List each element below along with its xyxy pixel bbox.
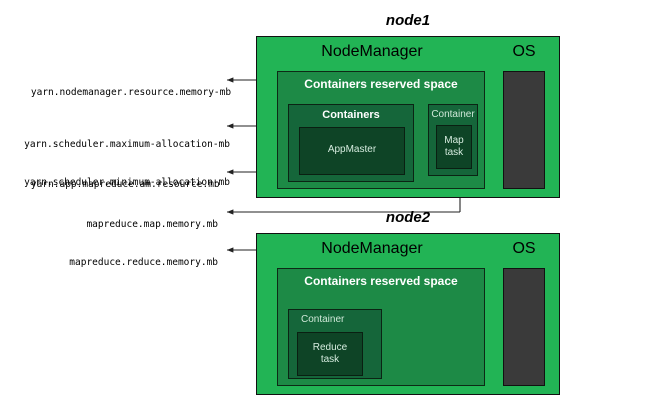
param-label-reduce-memory: mapreduce.reduce.memory.mb [8, 244, 218, 282]
node2-containers-reserved-space: Containers reserved space Container Redu… [277, 268, 485, 386]
param-text: mapreduce.reduce.memory.mb [69, 256, 218, 268]
param-label-scheduler-allocation: yarn.scheduler.maximum-allocation-mb yar… [8, 114, 230, 214]
map-task-line2: task [444, 147, 464, 158]
param-label-map-memory: mapreduce.map.memory.mb [8, 206, 218, 244]
node2-os-label: OS [512, 240, 536, 257]
node2-container-reduce: Container Reduce task [288, 309, 382, 379]
node2-nodemanager-label: NodeManager [321, 240, 423, 257]
node1-container-map-label: Container [431, 109, 475, 120]
node1-panel: NodeManager OS Containers reserved space… [256, 36, 560, 198]
node2-panel: NodeManager OS Containers reserved space… [256, 233, 560, 395]
node1-containers-reserved-space: Containers reserved space Containers App… [277, 71, 485, 189]
param-text-max: yarn.scheduler.maximum-allocation-mb [24, 139, 230, 150]
node2-reduce-task-label: Reduce task [298, 342, 362, 366]
node2-reserved-space-label: Containers reserved space [304, 274, 458, 288]
param-text: yarn.nodemanager.resource.memory-mb [30, 86, 232, 98]
node2-os-block [503, 268, 545, 386]
node1-map-task-label: Map task [437, 135, 471, 159]
reduce-task-line2: task [320, 354, 340, 365]
node1-appmaster-task: AppMaster [299, 127, 405, 175]
param-text-min: yarn.scheduler.minimum-allocation-mb [24, 176, 230, 188]
node1-nodemanager-label: NodeManager [321, 43, 423, 60]
node2-title: node2 [385, 209, 431, 226]
node1-containers-group: Containers AppMaster [288, 104, 414, 182]
node1-container-map: Container Map task [428, 104, 478, 176]
map-task-line1: Map [444, 135, 464, 146]
param-label-am-resource: yarn.app.mapreduce.am.resource.mb [8, 166, 220, 204]
node1-title: node1 [385, 12, 431, 29]
node1-appmaster-label: AppMaster [327, 144, 377, 155]
param-label-nodemanager-resource-memory: yarn.nodemanager.resource.memory-mb [8, 74, 231, 112]
node1-containers-group-label: Containers [322, 109, 380, 121]
node2-reduce-task: Reduce task [297, 332, 363, 376]
param-text: yarn.app.mapreduce.am.resource.mb [30, 178, 220, 190]
reduce-task-line1: Reduce [312, 342, 348, 353]
node2-container-reduce-label: Container [301, 314, 345, 325]
node1-reserved-space-label: Containers reserved space [304, 77, 458, 91]
node1-os-label: OS [512, 43, 536, 60]
node1-map-task: Map task [436, 125, 472, 169]
node1-os-block [503, 71, 545, 189]
param-text: mapreduce.map.memory.mb [86, 218, 218, 230]
